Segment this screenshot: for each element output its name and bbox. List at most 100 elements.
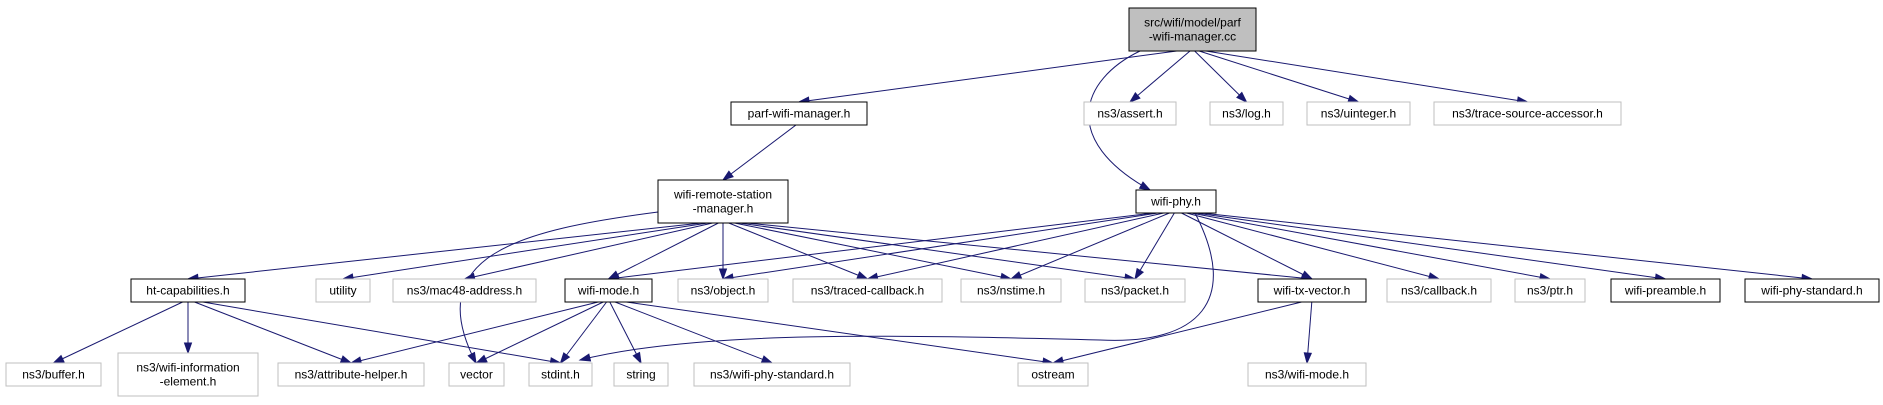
node-box [657, 179, 789, 224]
node-label: ns3/wifi-mode.h [1265, 368, 1349, 382]
edge-root-to-ns3-assert-h [1128, 50, 1191, 103]
node-label: string [626, 368, 655, 382]
node-ns3-mac48-address-h: ns3/mac48-address.h [392, 278, 537, 303]
node-box [1084, 278, 1186, 303]
node-label: ns3/nstime.h [977, 284, 1045, 298]
edge-wifi-phy-h-to-stdint-h [578, 212, 1214, 362]
node-label: wifi-remote-station [673, 188, 772, 202]
edge-wifi-mode-h-to-stdint-h [559, 301, 607, 365]
node-label: wifi-tx-vector.h [1273, 284, 1351, 298]
node-string: string [613, 362, 669, 387]
edge-wifi-mode-h-to-string [609, 301, 642, 365]
node-box [792, 278, 943, 303]
edge-parf-wifi-manager-h-to-wifi-remote-station-manager-h [721, 124, 797, 181]
node-box [277, 362, 425, 387]
edges-layer [52, 50, 1814, 366]
node-label: ns3/ptr.h [1527, 284, 1573, 298]
node-ns3-wifi-mode-h: ns3/wifi-mode.h [1247, 362, 1367, 387]
node-box [1083, 101, 1177, 126]
node-wifi-preamble-h[interactable]: wifi-preamble.h [1610, 278, 1721, 303]
node-label: ns3/callback.h [1401, 284, 1477, 298]
arrowhead [339, 355, 353, 364]
arrowhead [183, 342, 193, 355]
arrowhead [559, 352, 571, 365]
edge-wifi-phy-h-to-wifi-preamble-h [1195, 212, 1667, 282]
node-ns3-ptr-h: ns3/ptr.h [1514, 278, 1586, 303]
node-vector: vector [448, 362, 505, 387]
arrowhead [1347, 94, 1360, 103]
edge-wifi-remote-station-manager-h-to-ns3-mac48-address-h [463, 222, 713, 281]
node-label: ns3/wifi-information [136, 361, 239, 375]
arrowhead [52, 354, 65, 364]
edge-wifi-phy-h-to-wifi-tx-vector-h [1181, 212, 1314, 280]
edge-root-to-ns3-trace-source-accessor-h [1205, 50, 1529, 105]
node-label: ns3/packet.h [1101, 284, 1169, 298]
arrowhead [475, 354, 488, 364]
node-box [1128, 7, 1257, 52]
node-root[interactable]: src/wifi/model/parf-wifi-manager.cc [1128, 7, 1257, 52]
node-box [960, 278, 1062, 303]
node-box [1744, 278, 1880, 303]
node-label: parf-wifi-manager.h [748, 107, 851, 121]
arrowhead [1138, 181, 1152, 191]
edge-wifi-remote-station-manager-h-to-ns3-traced-callback-h [728, 222, 869, 280]
node-ns3-wifi-information-element-h: ns3/wifi-information-element.h [117, 352, 259, 397]
edge-wifi-tx-vector-h-to-ns3-wifi-mode-h [1303, 301, 1313, 365]
node-box [1306, 101, 1411, 126]
node-label: ns3/object.h [691, 284, 756, 298]
arrowhead [1236, 91, 1248, 104]
node-label: wifi-mode.h [577, 284, 639, 298]
node-utility: utility [315, 278, 371, 303]
node-label: ns3/uinteger.h [1321, 107, 1396, 121]
node-wifi-tx-vector-h[interactable]: wifi-tx-vector.h [1257, 278, 1367, 303]
node-box [677, 278, 769, 303]
node-ns3-attribute-helper-h: ns3/attribute-helper.h [277, 362, 425, 387]
arrowhead [632, 351, 642, 365]
arrowhead [760, 355, 774, 364]
node-box [1209, 101, 1284, 126]
edge-wifi-phy-h-to-ns3-traced-callback-h [866, 212, 1164, 281]
node-label: -wifi-manager.cc [1149, 30, 1236, 44]
node-label: wifi-phy-standard.h [1760, 284, 1862, 298]
node-label: ht-capabilities.h [146, 284, 229, 298]
node-stdint-h: stdint.h [528, 362, 593, 387]
arrowhead [721, 170, 734, 181]
node-box [1135, 189, 1217, 214]
edge-wifi-phy-h-to-ns3-ptr-h [1190, 212, 1552, 282]
node-parf-wifi-manager-h[interactable]: parf-wifi-manager.h [730, 101, 868, 126]
node-wifi-mode-h[interactable]: wifi-mode.h [564, 278, 653, 303]
edge-wifi-phy-h-to-ns3-packet-h [1134, 212, 1175, 281]
node-wifi-phy-h[interactable]: wifi-phy.h [1135, 189, 1217, 214]
node-wifi-phy-standard-h[interactable]: wifi-phy-standard.h [1744, 278, 1880, 303]
node-label: ostream [1031, 368, 1074, 382]
node-box [117, 352, 259, 397]
edge-wifi-remote-station-manager-h-to-ht-capabilities-h [186, 222, 702, 283]
arrowhead [718, 268, 728, 281]
node-box [1017, 362, 1089, 387]
node-box [1247, 362, 1367, 387]
node-ns3-callback-h: ns3/callback.h [1386, 278, 1492, 303]
node-ns3-uinteger-h: ns3/uinteger.h [1306, 101, 1411, 126]
node-label: stdint.h [541, 368, 580, 382]
node-box [693, 362, 851, 387]
node-box [130, 278, 246, 303]
node-ns3-assert-h: ns3/assert.h [1083, 101, 1177, 126]
arrowhead [1303, 352, 1313, 365]
node-ns3-packet-h: ns3/packet.h [1084, 278, 1186, 303]
node-ht-capabilities-h[interactable]: ht-capabilities.h [130, 278, 246, 303]
edge-wifi-tx-vector-h-to-ostream [1051, 301, 1302, 365]
node-label: utility [329, 284, 356, 298]
node-label: wifi-phy.h [1150, 195, 1201, 209]
edge-wifi-remote-station-manager-h-to-ns3-nstime-h [734, 222, 1013, 282]
node-label: -element.h [160, 375, 217, 389]
node-ns3-object-h: ns3/object.h [677, 278, 769, 303]
node-box [564, 278, 653, 303]
node-box [315, 278, 371, 303]
edge-wifi-remote-station-manager-h-to-vector [459, 211, 659, 365]
node-wifi-remote-station-manager-h[interactable]: wifi-remote-station-manager.h [657, 179, 789, 224]
node-label: -manager.h [693, 202, 754, 216]
node-label: wifi-preamble.h [1624, 284, 1706, 298]
edge-wifi-mode-h-to-vector [475, 301, 604, 364]
node-box [613, 362, 669, 387]
